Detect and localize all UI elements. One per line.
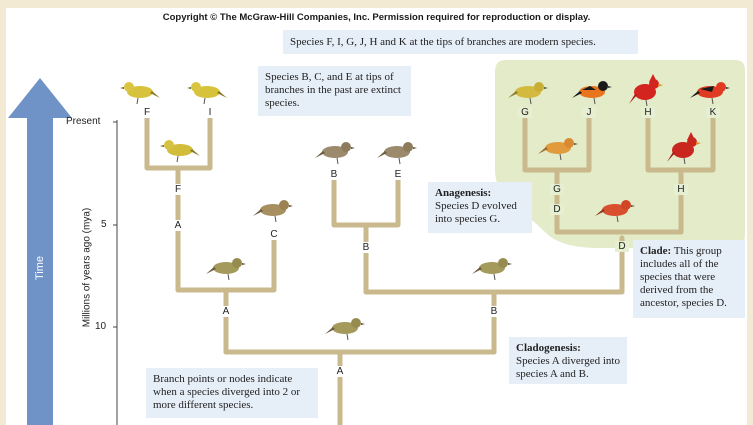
extinct-species-note: Species B, C, and E at tips of branches …	[258, 66, 411, 116]
clade-text: This group includes all of the species t…	[640, 245, 727, 309]
node-tip-I: I	[203, 107, 217, 118]
branch-points-note: Branch points or nodes indicate when a s…	[146, 368, 318, 418]
mya-axis-label: Millions of years ago (mya)	[81, 207, 93, 328]
node-F: F	[171, 184, 185, 195]
node-tip-F: F	[140, 107, 154, 118]
bird-I	[187, 82, 227, 105]
bird-J	[572, 81, 612, 105]
clade-note: Clade: This group includes all of the sp…	[633, 240, 745, 318]
modern-species-text: Species F, I, G, J, H and K at the tips …	[290, 36, 596, 48]
cladogenesis-note: Cladogenesis: Species A diverged into sp…	[509, 337, 627, 384]
bird-F-ancestor	[160, 140, 200, 163]
bird-C	[253, 200, 293, 223]
node-tip-K: K	[706, 107, 720, 118]
time-axis-label: Time	[34, 255, 46, 281]
anagenesis-text: Species D evolved into species G.	[435, 200, 517, 225]
bird-D	[595, 200, 635, 223]
tick-label-5: 5	[101, 219, 107, 230]
bird-K	[690, 82, 730, 105]
node-tip-J: J	[582, 107, 596, 118]
cladogenesis-text: Species A diverged into species A and B.	[516, 355, 620, 380]
bird-E	[377, 142, 417, 165]
bird-G	[508, 82, 548, 105]
cladogenesis-title: Cladogenesis:	[516, 342, 581, 354]
clade-title: Clade:	[640, 245, 672, 257]
bird-B	[315, 142, 355, 165]
tick-label-10: 10	[95, 321, 107, 332]
time-arrow	[8, 78, 72, 425]
branch-F-I	[144, 115, 213, 171]
bird-B-mid	[472, 258, 512, 281]
modern-species-note: Species F, I, G, J, H and K at the tips …	[283, 30, 638, 54]
bird-H-ancestor	[667, 132, 701, 165]
copyright-notice: Copyright © The McGraw-Hill Companies, I…	[162, 12, 591, 23]
bird-A-root	[325, 318, 365, 341]
extinct-species-text: Species B, C, and E at tips of branches …	[265, 71, 401, 109]
node-H: H	[674, 184, 688, 195]
node-tip-B: B	[327, 169, 341, 180]
bird-A-upper	[206, 258, 246, 281]
node-tip-E: E	[391, 169, 405, 180]
branch-points-text: Branch points or nodes indicate when a s…	[153, 373, 301, 411]
branch-B-E	[331, 177, 401, 228]
tick-label-present: Present	[66, 116, 101, 127]
node-A-root: A	[333, 366, 347, 377]
node-tip-G: G	[518, 107, 532, 118]
bird-F	[120, 82, 160, 105]
anagenesis-note: Anagenesis: Species D evolved into speci…	[428, 182, 532, 233]
node-B-mid: B	[487, 306, 501, 317]
branch-B-D	[363, 235, 625, 295]
node-G: G	[550, 184, 564, 195]
node-tip-H: H	[641, 107, 655, 118]
bird-H	[629, 74, 663, 107]
node-B-upper: B	[359, 242, 373, 253]
branch-A-C	[175, 229, 277, 293]
node-D-lower: D	[615, 241, 629, 252]
node-A-upper: A	[171, 220, 185, 231]
node-D-upper: D	[550, 204, 564, 215]
bird-G-ancestor	[538, 138, 578, 161]
node-tip-C: C	[267, 229, 281, 240]
anagenesis-title: Anagenesis:	[435, 187, 492, 199]
node-A-mid: A	[219, 306, 233, 317]
